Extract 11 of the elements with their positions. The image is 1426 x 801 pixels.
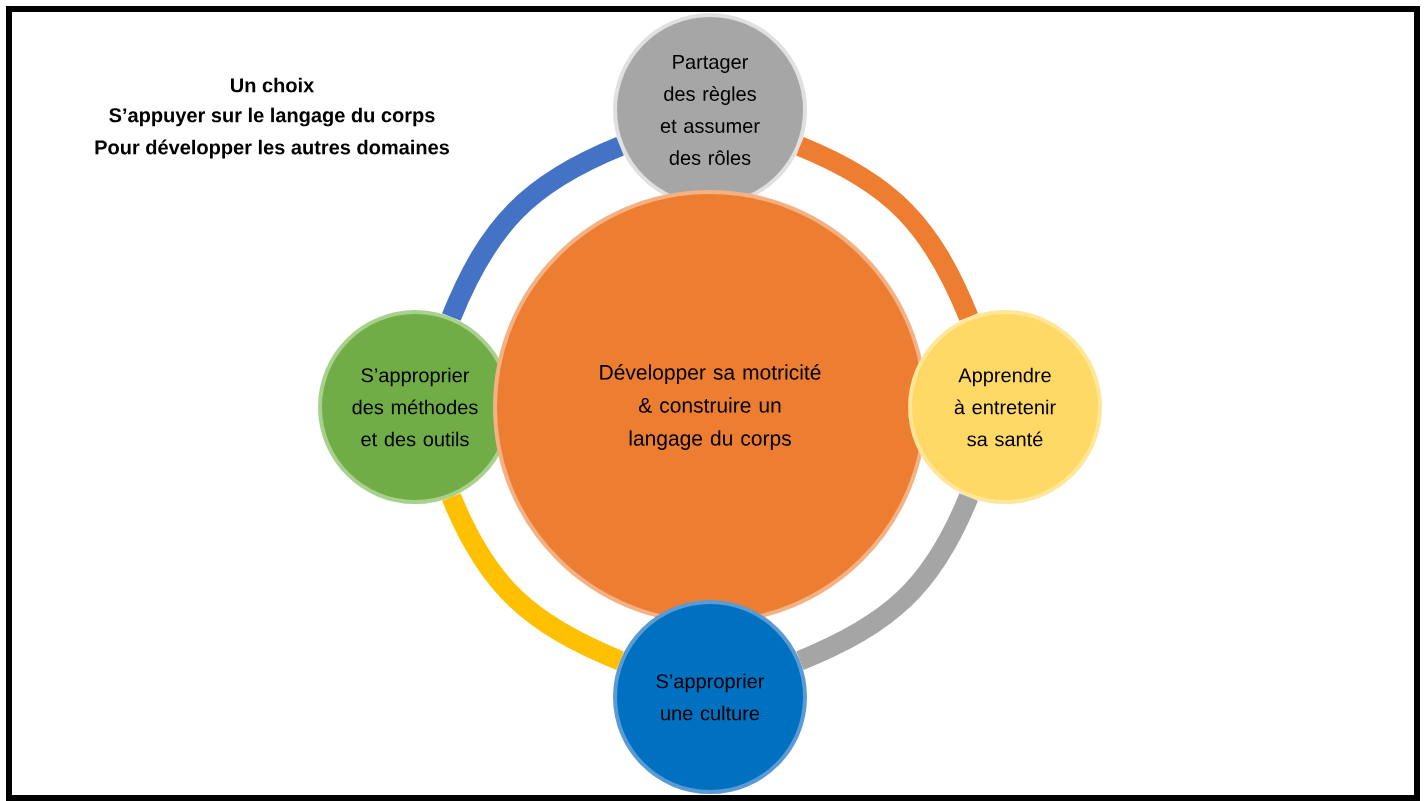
ring-segment — [442, 492, 624, 670]
circle-node: Partager des règles et assumer des rôles — [613, 13, 807, 207]
heading-text: Un choix — [231, 77, 315, 93]
circle-node: Apprendre à entretenir sa santé — [908, 310, 1102, 504]
ring-segment — [796, 492, 978, 670]
ring-segment — [796, 137, 978, 321]
heading-text: S’appuyer sur le langage du corps — [109, 107, 435, 127]
circle-node: S’approprier des méthodes et des outils — [318, 310, 512, 504]
heading-text: Pour développer les autres domaines — [95, 139, 449, 159]
circle-node: S’approprier une culture — [613, 600, 807, 794]
ring-segment — [442, 137, 624, 321]
